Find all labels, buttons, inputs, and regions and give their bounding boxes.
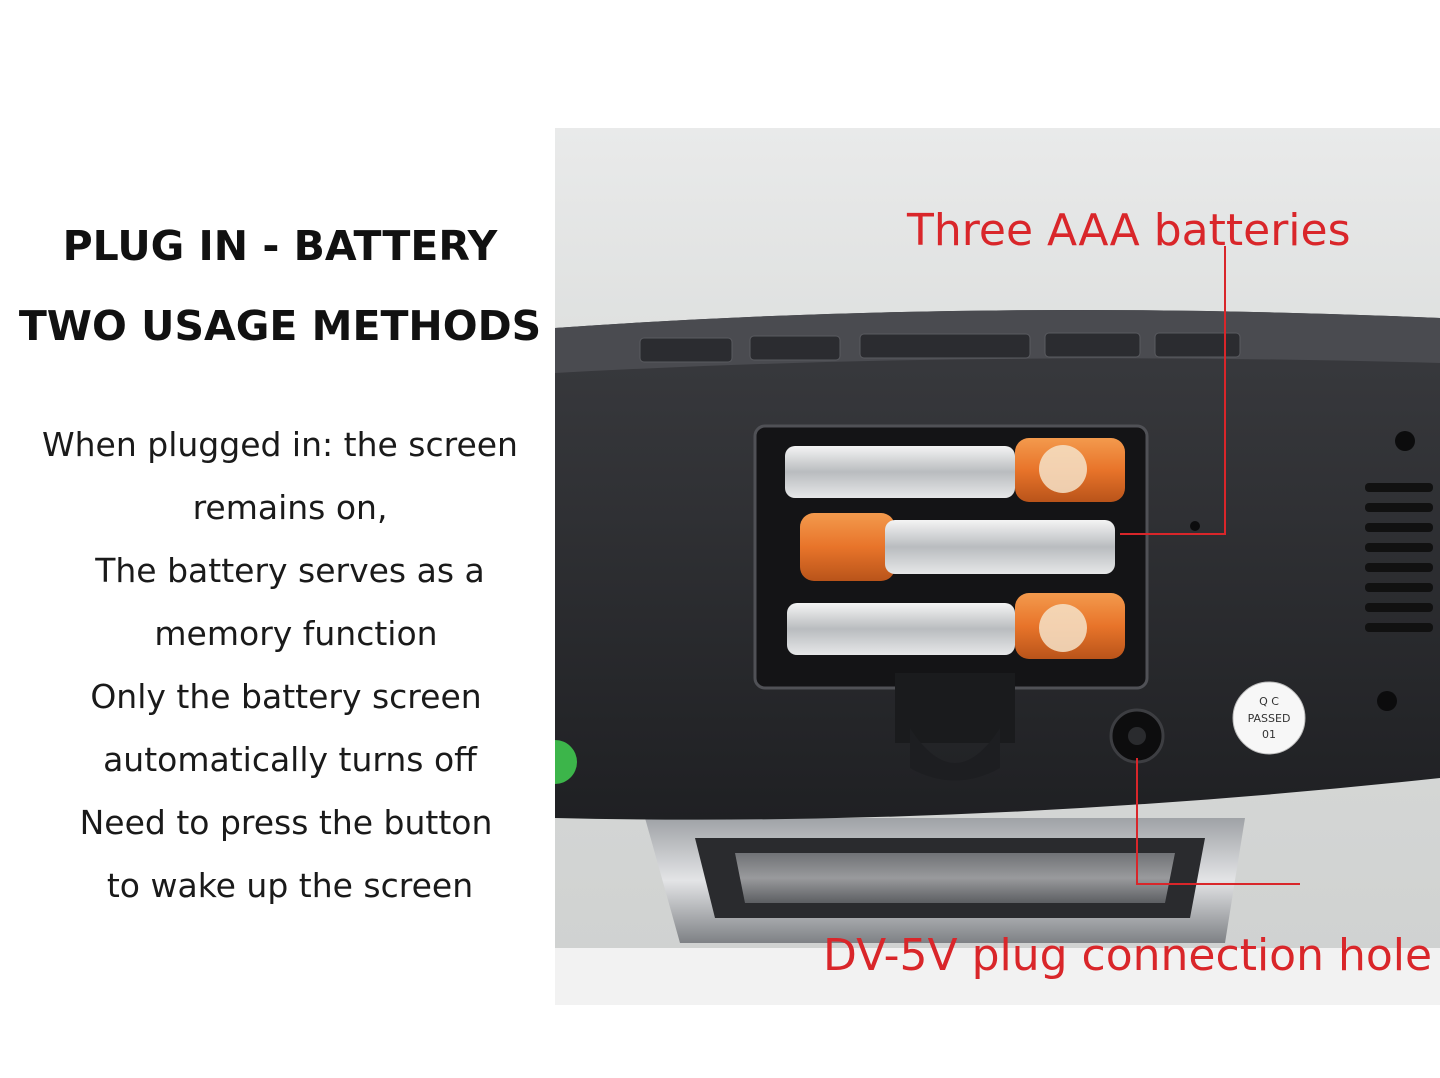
heading-line-1: PLUG IN - BATTERY	[62, 222, 498, 270]
aaa-battery-1	[785, 438, 1125, 502]
speaker-grille	[1365, 483, 1433, 632]
description-line-5: Only the battery screen	[90, 677, 482, 716]
description-line-7: Need to press the button	[79, 803, 493, 842]
description-line-2: remains on,	[192, 488, 388, 527]
description-panel: PLUG IN - BATTERY TWO USAGE METHODS When…	[0, 0, 556, 1078]
aaa-battery-3	[787, 593, 1125, 659]
qc-sticker-text: Q C	[1259, 695, 1279, 708]
callout-plug: DV-5V plug connection hole	[823, 930, 1433, 981]
description-line-3: The battery serves as a	[95, 551, 485, 590]
description-line-1: When plugged in: the screen	[42, 425, 518, 464]
callout-lines	[1120, 246, 1300, 885]
qc-sticker: Q C PASSED 01	[1232, 681, 1306, 755]
description-line-6: automatically turns off	[103, 740, 477, 779]
qc-sticker-text: 01	[1262, 728, 1276, 741]
product-photo: Q C PASSED 01 Three AAA batteries DV-5V …	[555, 128, 1440, 1005]
qc-sticker-text: PASSED	[1248, 712, 1291, 725]
description-line-8: to wake up the screen	[106, 866, 474, 905]
aaa-battery-2	[800, 513, 1115, 581]
heading-line-2: TWO USAGE METHODS	[18, 302, 542, 350]
product-illustration: Q C PASSED 01	[555, 128, 1440, 1005]
callout-batteries: Three AAA batteries	[907, 205, 1351, 256]
description-line-4: memory function	[154, 614, 438, 653]
top-buttons	[639, 332, 1241, 363]
